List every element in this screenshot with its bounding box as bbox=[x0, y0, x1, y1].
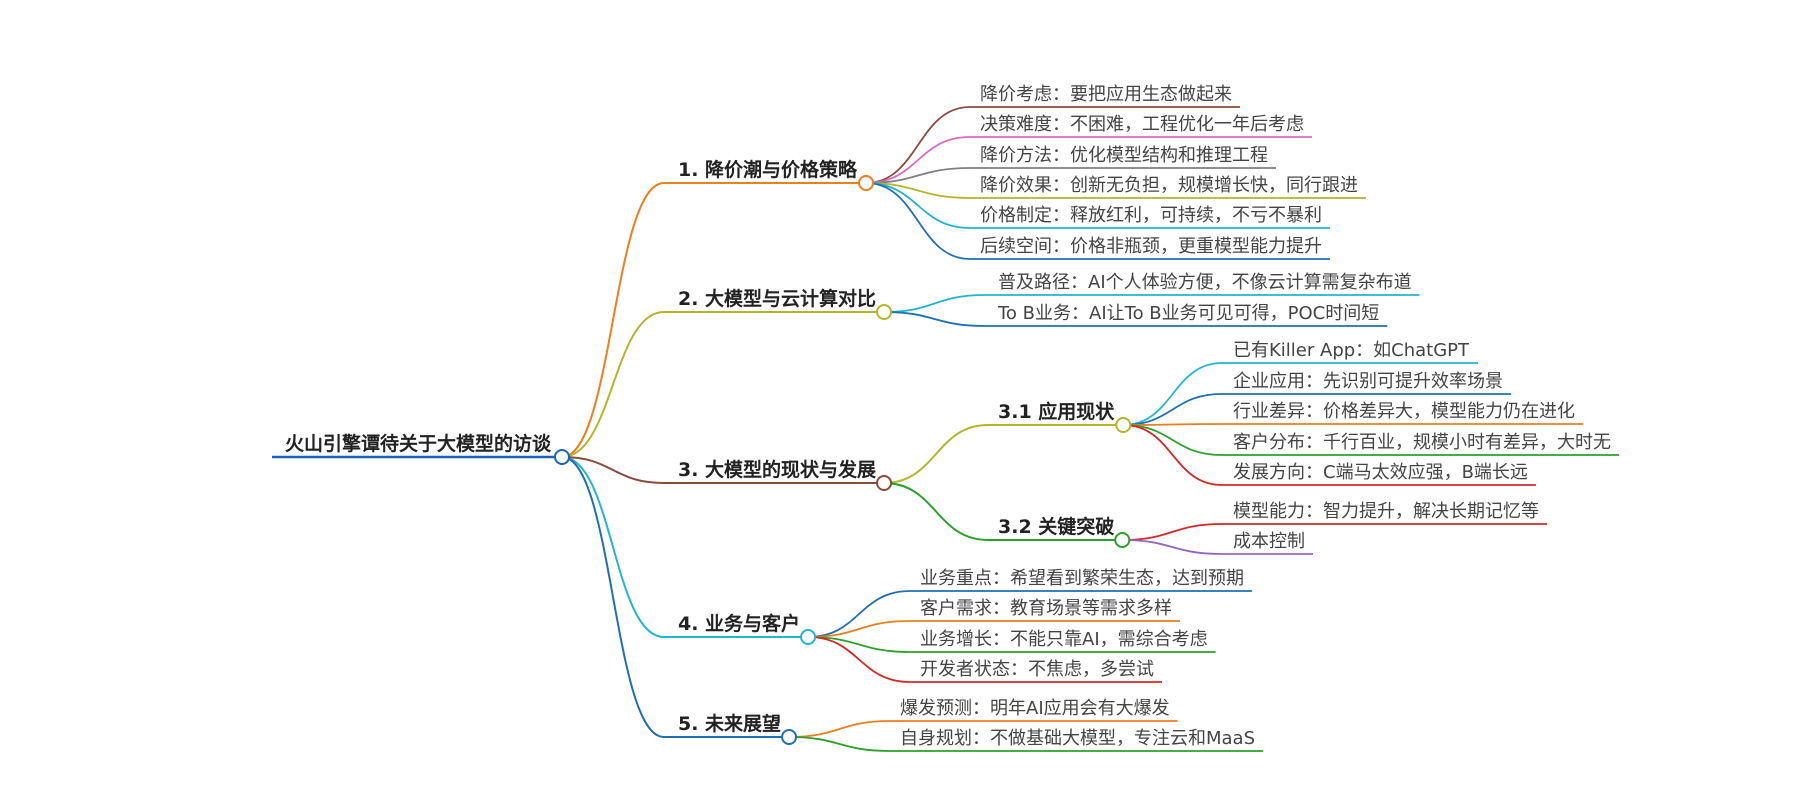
node-circle-b4 bbox=[800, 629, 817, 645]
edge-b1-leaf-5 bbox=[866, 182, 971, 260]
leaf-pricing: 价格制定：释放红利，可持续，不亏不暴利 bbox=[980, 205, 1322, 226]
edge-b1-leaf-4 bbox=[866, 182, 971, 229]
edge-b31-leaf-1 bbox=[1123, 393, 1223, 426]
edge-root-b2 bbox=[561, 311, 665, 458]
branch-future-outlook: 5. 未来展望 bbox=[678, 712, 781, 735]
leaf-price-reason: 降价考虑：要把应用生态做起来 bbox=[980, 84, 1232, 105]
leaf-adoption-path: 普及路径：AI个人体验方便，不像云计算需复杂布道 bbox=[998, 272, 1412, 293]
edge-b31-leaf-4 bbox=[1123, 424, 1223, 486]
leaf-model-capability: 模型能力：智力提升，解决长期记忆等 bbox=[1233, 501, 1539, 522]
edge-b1-leaf-2 bbox=[866, 167, 971, 184]
edge-root-b4 bbox=[561, 456, 665, 638]
leaf-price-method: 降价方法：优化模型结构和推理工程 bbox=[980, 145, 1268, 166]
edge-b32-leaf-1 bbox=[1122, 539, 1223, 555]
leaf-future-space: 后续空间：价格非瓶颈，更重模型能力提升 bbox=[980, 236, 1322, 257]
leaf-killer-app: 已有Killer App：如ChatGPT bbox=[1233, 340, 1470, 361]
edge-b2-leaf-0 bbox=[884, 294, 986, 313]
edge-b1-leaf-0 bbox=[866, 106, 971, 184]
edge-b1-leaf-1 bbox=[866, 136, 971, 184]
edge-root-b3 bbox=[562, 456, 665, 484]
edge-b4-leaf-0 bbox=[808, 590, 911, 638]
edge-b31-leaf-0 bbox=[1123, 362, 1223, 426]
node-circle-b1 bbox=[858, 175, 875, 191]
node-circle-b3 bbox=[876, 475, 893, 491]
branch-cloud-comparison: 2. 大模型与云计算对比 bbox=[678, 287, 876, 310]
leaf-customer-needs: 客户需求：教育场景等需求多样 bbox=[920, 598, 1172, 619]
edge-b31-leaf-3 bbox=[1123, 424, 1223, 456]
branch-status-development: 3. 大模型的现状与发展 bbox=[678, 458, 876, 481]
node-circle-root bbox=[554, 449, 571, 465]
edge-b31-leaf-2 bbox=[1123, 423, 1223, 426]
edge-root-b1 bbox=[561, 182, 665, 458]
branch-business-customers: 4. 业务与客户 bbox=[678, 612, 800, 635]
leaf-cost-control: 成本控制 bbox=[1233, 531, 1305, 552]
leaf-decision-difficulty: 决策难度：不困难，工程优化一年后考虑 bbox=[980, 114, 1304, 135]
edge-b5-leaf-0 bbox=[789, 720, 891, 738]
edge-b2-leaf-1 bbox=[884, 311, 986, 327]
node-circle-b31 bbox=[1115, 417, 1132, 433]
branch-price-strategy: 1. 降价潮与价格策略 bbox=[678, 158, 858, 181]
leaf-price-effect: 降价效果：创新无负担，规模增长快，同行跟进 bbox=[980, 175, 1358, 196]
edge-b4-leaf-1 bbox=[808, 620, 911, 638]
leaf-customer-distribution: 客户分布：千行百业，规模小时有差异，大时无 bbox=[1233, 432, 1611, 453]
edge-b4-leaf-3 bbox=[808, 636, 911, 683]
edge-b32-leaf-0 bbox=[1122, 523, 1223, 541]
leaf-developer-status: 开发者状态：不焦虑，多尝试 bbox=[920, 659, 1154, 680]
edge-root-b5 bbox=[561, 456, 665, 738]
edge-b5-leaf-1 bbox=[789, 736, 891, 752]
edge-b3-b31 bbox=[884, 424, 989, 484]
edges-layer bbox=[272, 106, 1619, 752]
leaf-to-b-business: To B业务：AI让To B业务可见可得，POC时间短 bbox=[997, 303, 1379, 324]
root-topic: 火山引擎谭待关于大模型的访谈 bbox=[285, 432, 552, 455]
leaf-business-focus: 业务重点：希望看到繁荣生态，达到预期 bbox=[920, 568, 1244, 589]
leaf-explosion-forecast: 爆发预测：明年AI应用会有大爆发 bbox=[900, 698, 1170, 719]
nodes-layer: 火山引擎谭待关于大模型的访谈 1. 降价潮与价格策略 2. 大模型与云计算对比 … bbox=[285, 84, 1611, 749]
sub-key-breakthroughs: 3.2 关键突破 bbox=[998, 515, 1114, 538]
edge-b3-b32 bbox=[884, 482, 989, 541]
leaf-industry-difference: 行业差异：价格差异大，模型能力仍在进化 bbox=[1233, 401, 1575, 422]
leaf-enterprise-app: 企业应用：先识别可提升效率场景 bbox=[1233, 371, 1503, 392]
leaf-business-growth: 业务增长：不能只靠AI，需综合考虑 bbox=[920, 629, 1208, 650]
node-circle-b32 bbox=[1114, 532, 1131, 548]
leaf-self-planning: 自身规划：不做基础大模型，专注云和MaaS bbox=[900, 728, 1255, 749]
node-circle-b2 bbox=[876, 304, 893, 320]
node-circle-b5 bbox=[781, 729, 798, 745]
leaf-development-direction: 发展方向：C端马太效应强，B端长远 bbox=[1233, 462, 1528, 483]
sub-application-status: 3.1 应用现状 bbox=[998, 400, 1115, 423]
